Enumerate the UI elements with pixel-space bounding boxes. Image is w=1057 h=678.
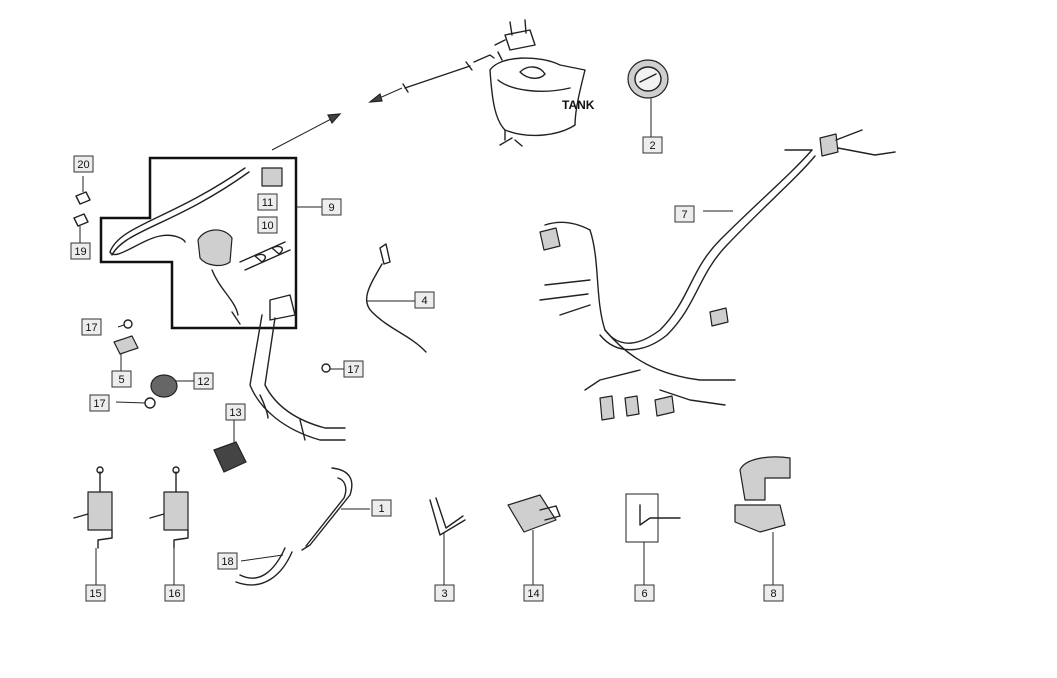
callout-number: 9 <box>328 202 334 214</box>
part-15-valve <box>73 466 113 585</box>
callout-number: 7 <box>681 209 687 221</box>
callout-c15: 15 <box>85 584 106 602</box>
callout-box <box>85 584 106 602</box>
callout-number: 15 <box>89 588 101 600</box>
callout-box <box>257 216 278 234</box>
callout-c4: 4 <box>414 291 435 309</box>
callout-box <box>81 318 102 336</box>
part-12-lamp <box>150 374 194 398</box>
callout-c1: 1 <box>371 499 392 517</box>
part-17-nuts <box>115 319 344 409</box>
callout-c17c: 17 <box>343 360 364 378</box>
callout-c6: 6 <box>634 584 655 602</box>
callout-box <box>763 584 784 602</box>
callout-number: 12 <box>197 376 209 388</box>
callout-box <box>73 155 94 173</box>
callout-number: 17 <box>85 322 97 334</box>
part-14-cdi <box>507 494 561 585</box>
callout-box <box>89 394 110 412</box>
frame-bracket <box>249 294 346 441</box>
callout-box <box>111 370 132 388</box>
callout-c16: 16 <box>164 584 185 602</box>
callout-c9: 9 <box>321 198 342 216</box>
part-7-wiring-harness <box>539 129 896 421</box>
callout-number: 19 <box>74 246 86 258</box>
callout-c2: 2 <box>642 136 663 154</box>
part-5-relay <box>113 335 139 371</box>
callout-number: 16 <box>168 588 180 600</box>
callout-number: 3 <box>441 588 447 600</box>
callout-box <box>217 552 238 570</box>
callout-c11: 11 <box>257 193 278 211</box>
part-18-hose <box>235 547 293 586</box>
part-16-valve <box>149 466 189 585</box>
callout-number: 17 <box>347 364 359 376</box>
callout-box <box>321 198 342 216</box>
callout-number: 18 <box>221 556 233 568</box>
callout-box <box>642 136 663 154</box>
callout-number: 20 <box>77 159 89 171</box>
part-2-gauge <box>627 59 669 137</box>
callout-number: 2 <box>649 140 655 152</box>
callout-number: 10 <box>261 220 273 232</box>
part-6-sensor <box>625 493 681 585</box>
callout-box <box>257 193 278 211</box>
callout-box <box>634 584 655 602</box>
callout-box <box>414 291 435 309</box>
part-13-module <box>213 420 247 473</box>
callout-c12: 12 <box>193 372 214 390</box>
callout-c13: 13 <box>225 403 246 421</box>
part-8-fitting <box>734 456 791 585</box>
callout-box <box>674 205 695 223</box>
callout-box <box>193 372 214 390</box>
callout-c5: 5 <box>111 370 132 388</box>
part-9-lock-set-outline <box>99 156 322 330</box>
tank-label: TANK <box>562 98 595 112</box>
callout-number: 8 <box>770 588 776 600</box>
part-1-hose <box>301 467 370 551</box>
callout-number: 11 <box>262 197 273 209</box>
callout-box <box>434 584 455 602</box>
callout-number: 4 <box>421 295 427 307</box>
callout-c7: 7 <box>674 205 695 223</box>
callout-box <box>523 584 544 602</box>
callout-c17b: 17 <box>89 394 110 412</box>
fuel-tank-drawing: TANK <box>489 19 595 147</box>
callout-number: 5 <box>118 374 124 386</box>
callout-c18: 18 <box>217 552 238 570</box>
callout-box <box>164 584 185 602</box>
tank-sender-cable <box>402 54 495 93</box>
parts-19-20-screws <box>73 176 91 243</box>
callout-box <box>371 499 392 517</box>
callout-c10: 10 <box>257 216 278 234</box>
callout-number: 14 <box>527 588 539 600</box>
callout-c20: 20 <box>73 155 94 173</box>
part-4-sensor <box>366 243 427 353</box>
direction-arrows <box>271 87 403 151</box>
callout-c19: 19 <box>70 242 91 260</box>
part-3-pipe <box>429 497 466 585</box>
callout-c8: 8 <box>763 584 784 602</box>
callout-number: 6 <box>641 588 647 600</box>
callout-number: 13 <box>229 407 241 419</box>
callout-c3: 3 <box>434 584 455 602</box>
callout-c14: 14 <box>523 584 544 602</box>
callout-c17a: 17 <box>81 318 102 336</box>
callout-number: 1 <box>378 503 384 515</box>
callout-box <box>225 403 246 421</box>
callout-number: 17 <box>93 398 105 410</box>
callout-box <box>343 360 364 378</box>
callout-box <box>70 242 91 260</box>
